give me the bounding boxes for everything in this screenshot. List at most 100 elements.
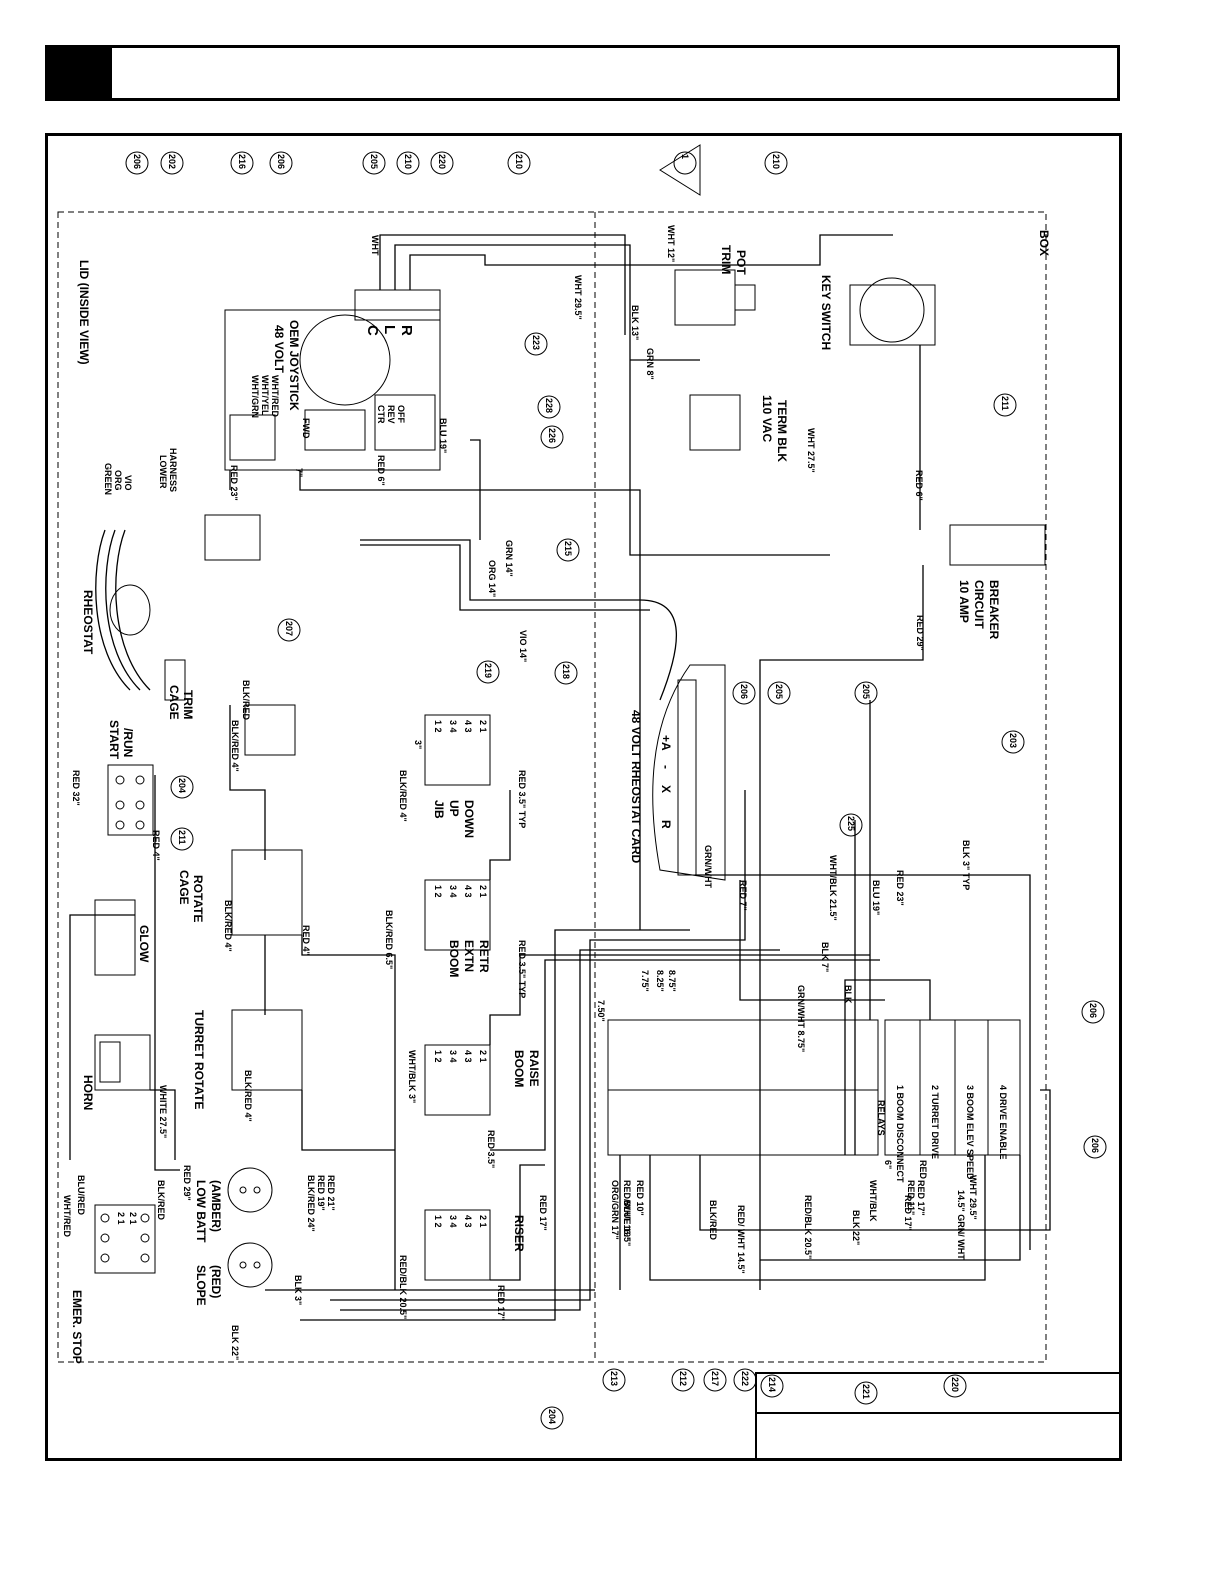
callout-number: 218 [561, 664, 571, 679]
horn-body [94, 1034, 151, 1091]
wire-label: ORG 14" [487, 560, 497, 597]
boom-raise-terms-a: 1 2 [433, 1050, 443, 1063]
riser-valve-block: 1 2 3 4 4 3 2 1 [424, 1209, 491, 1281]
wire-label: GRN 14" [504, 540, 514, 577]
callout-number: 206 [1090, 1138, 1100, 1153]
wire-label: 14.5" GRN/ WHT [956, 1190, 966, 1260]
callout-number: 226 [547, 428, 557, 443]
boom-raise-valve-block: 1 2 3 4 4 3 2 1 [424, 1044, 491, 1116]
callout-bubble: 228 [537, 395, 561, 419]
wire-label: WHT 27.5" [806, 428, 816, 473]
cage-trim-valve [244, 704, 296, 756]
wire-label: BLU 19" [438, 418, 448, 453]
breaker-sub-label: CIRCUIT [972, 580, 986, 629]
callout-bubble: 206 [125, 151, 149, 175]
wire-label: 7.75" [640, 970, 650, 992]
callout-number: 212 [678, 1371, 688, 1386]
wire-label: BLU/RED [76, 1175, 86, 1215]
callout-bubble: 214 [760, 1374, 784, 1398]
joystick-pin-wht-red: WHT/RED [270, 375, 280, 417]
joystick-term-c: C [364, 325, 381, 336]
horn-label: HORN [81, 1075, 95, 1110]
harness-green: GREEN [103, 463, 113, 495]
callout-bubble: 210 [396, 151, 420, 175]
relay-block [884, 1019, 1021, 1156]
callout-bubble: 206 [269, 151, 293, 175]
callout-bubble: 202 [160, 151, 184, 175]
boom-extn-terms-c: 4 3 [463, 885, 473, 898]
jib-valve-block: 1 2 3 4 4 3 2 1 [424, 714, 491, 786]
callout-number: 225 [846, 816, 856, 831]
wire-label: VIO 14" [518, 630, 528, 662]
title-block [755, 1372, 1120, 1460]
joystick-pin-rev: REV [386, 405, 396, 424]
jib-label-2: UP [447, 800, 461, 817]
callout-number: 210 [771, 154, 781, 169]
wire-label: RED 7" [738, 880, 748, 911]
callout-number: 223 [531, 335, 541, 350]
callout-bubble: 210 [764, 151, 788, 175]
breaker-label: 10 AMP [957, 580, 971, 623]
callout-bubble: 223 [524, 332, 548, 356]
boom-raise-label: BOOM [512, 1050, 526, 1087]
callout-number: 205 [861, 684, 871, 699]
wire-label: WHT/RED [62, 1195, 72, 1237]
callout-bubble: 206 [732, 681, 756, 705]
glow-label: GLOW [137, 925, 151, 963]
wire-label: RED 21" [326, 1175, 336, 1211]
callout-bubble: 215 [556, 538, 580, 562]
callout-number: 220 [950, 1377, 960, 1392]
wire-label: BLK 13" [630, 305, 640, 340]
riser-terms-c: 4 3 [463, 1215, 473, 1228]
wire-label: 3" [413, 740, 423, 749]
harness-grommet [204, 514, 261, 561]
slope-lamp [227, 1242, 273, 1288]
wire-label: RED 3.5" [486, 1130, 496, 1168]
card-term-x: X [659, 785, 673, 793]
trim-pot [674, 269, 756, 326]
card-term-minus: - [659, 765, 673, 769]
wire-label: GRN 8" [645, 348, 655, 380]
joystick-pin-wht-yel: WHT/YEL [260, 375, 270, 416]
emer-stop-terminals-b: 2 1 [128, 1212, 138, 1225]
wire-label: BLK/RED [241, 680, 251, 720]
cage-rotate-label: CAGE [177, 870, 191, 905]
box-label: BOX [1037, 230, 1051, 256]
wire-label: BLUE 19" [622, 1200, 632, 1241]
jib-terms-d: 2 1 [478, 720, 488, 733]
callout-bubble: 211 [170, 827, 194, 851]
jib-label-3: DOWN [462, 800, 476, 838]
wire-label: GRN/WHT [703, 845, 713, 888]
callout-number: 206 [1088, 1003, 1098, 1018]
page-header-bar [45, 45, 1120, 101]
wire-label: WHT/BLK 3" [407, 1050, 417, 1103]
term-blk-sub-label: TERM BLK [775, 400, 789, 462]
drawing-frame [45, 133, 1122, 1461]
wire-label: WHT [370, 235, 380, 256]
low-batt-sub-label: (AMBER) [209, 1180, 223, 1232]
callout-number: 210 [514, 154, 524, 169]
callout-number: 206 [276, 154, 286, 169]
wire-label: BLU 19" [871, 880, 881, 915]
cage-trim-label: CAGE [167, 685, 181, 720]
wire-label: WHT 29.5" [573, 275, 583, 320]
riser-terms-d: 2 1 [478, 1215, 488, 1228]
jib-terms-c: 4 3 [463, 720, 473, 733]
term-block-110vac [689, 394, 741, 451]
rheostat-card-label: 48 VOLT RHEOSTAT CARD [629, 710, 643, 864]
wire-label: BLK 22" [230, 1325, 240, 1360]
callout-bubble: 1 [673, 151, 697, 175]
riser-terms-b: 3 4 [448, 1215, 458, 1228]
low-batt-label: LOW BATT [194, 1180, 208, 1243]
callout-number: 210 [403, 154, 413, 169]
turret-rotate-label: TURRET ROTATE [192, 1010, 206, 1110]
callout-bubble: 206 [1083, 1135, 1107, 1159]
callout-number: 221 [861, 1384, 871, 1399]
jib-terms-b: 3 4 [448, 720, 458, 733]
card-term-r: R [659, 820, 673, 829]
callout-bubble: 205 [362, 151, 386, 175]
callout-bubble: 226 [540, 425, 564, 449]
wire-label: RED 23" [895, 870, 905, 906]
callout-number: 228 [544, 398, 554, 413]
